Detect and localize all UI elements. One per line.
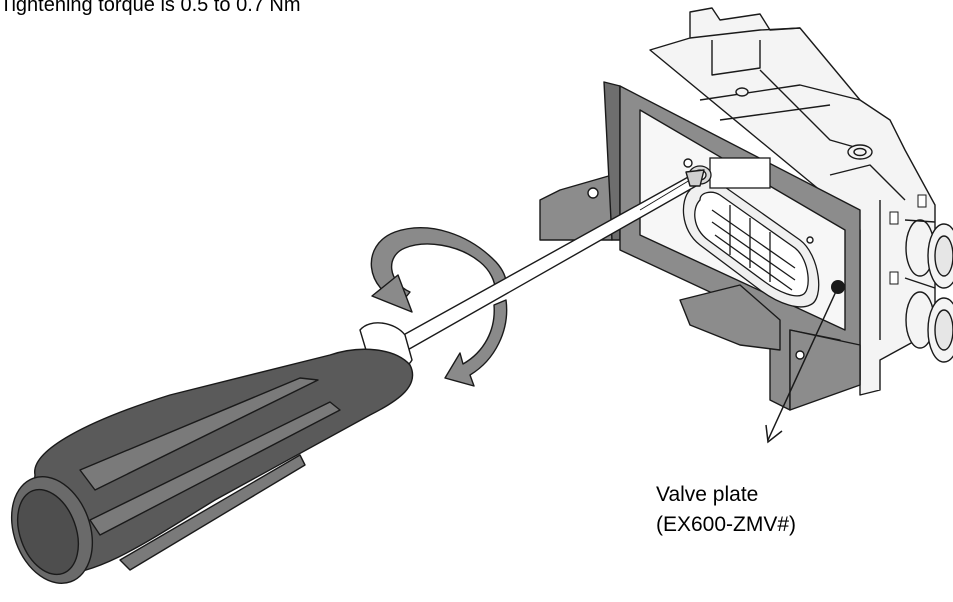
pipe-fitting-top	[904, 219, 953, 289]
port-markings	[889, 194, 927, 285]
instruction-note: Tightening torque is 0.5 to 0.7 Nm	[0, 0, 301, 16]
screwdriver-icon	[10, 169, 705, 584]
manifold-body	[649, 7, 936, 396]
pipe-fitting-bottom	[905, 291, 953, 363]
valve-plate-callout: Valve plate (EX600-ZMV#)	[656, 480, 796, 540]
callout-label-line1: Valve plate	[656, 483, 759, 506]
callout-leader-arrow	[765, 286, 839, 444]
callout-label-line2: (EX600-ZMV#)	[656, 513, 797, 536]
valve-connector	[682, 157, 820, 308]
